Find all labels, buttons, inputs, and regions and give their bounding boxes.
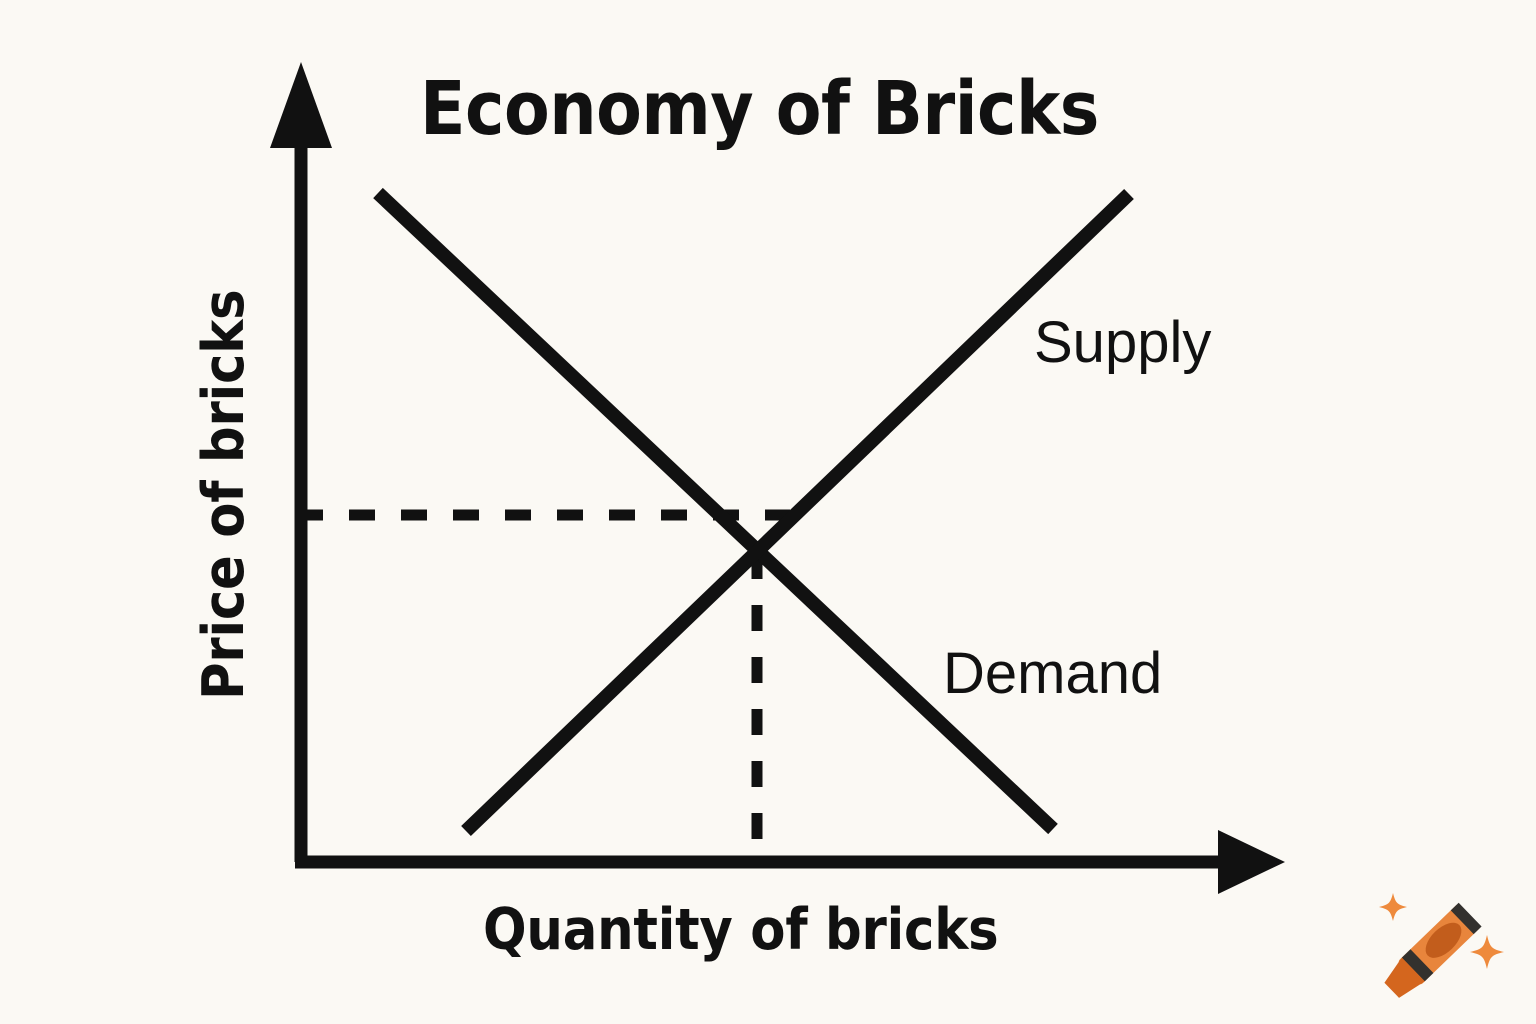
y-axis-arrowhead: [270, 62, 332, 148]
sparkle-icon: [1470, 935, 1504, 969]
y-axis-title: Price of bricks: [191, 289, 257, 700]
chart-title: Economy of Bricks: [420, 66, 1099, 152]
demand-curve-label: Demand: [943, 641, 1163, 706]
crayon-band: [1401, 949, 1434, 982]
crayon-logo: [1379, 893, 1504, 998]
supply-curve-label: Supply: [1034, 310, 1212, 375]
x-axis-title: Quantity of bricks: [483, 897, 999, 963]
demand-curve: [373, 187, 1058, 835]
crayon-tip: [1384, 957, 1425, 998]
x-axis-arrowhead: [1218, 830, 1285, 894]
crayon-band: [1450, 902, 1482, 935]
supply-curve: [461, 188, 1134, 837]
sparkle-icon: [1379, 893, 1407, 921]
crayon-label-oval: [1425, 922, 1462, 958]
